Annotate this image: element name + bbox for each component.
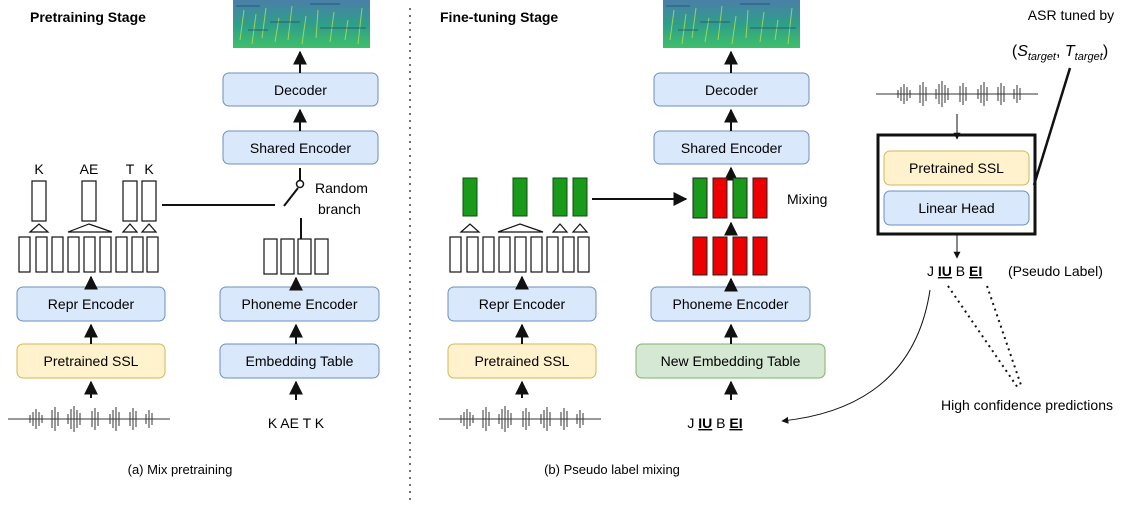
shared-encoder-label-b: Shared Encoder bbox=[681, 140, 783, 156]
pseudo-label-output: J IU B EI bbox=[927, 263, 982, 279]
asr-tuple-label: (Starget, Ttarget) bbox=[1012, 43, 1108, 63]
linear-head-label: Linear Head bbox=[918, 200, 994, 216]
random-branch-label-1: Random bbox=[315, 180, 368, 196]
mixed-bars-b bbox=[692, 177, 768, 219]
green-pooled-bars-b bbox=[462, 177, 588, 217]
mixing-label: Mixing bbox=[787, 191, 827, 207]
pretrained-ssl-block-c: Pretrained SSL bbox=[883, 150, 1030, 186]
spectrogram-image-a bbox=[233, 0, 370, 48]
pretrained-ssl-label-c: Pretrained SSL bbox=[909, 160, 1004, 176]
decoder-label-b: Decoder bbox=[705, 82, 758, 98]
decoder-block-b: Decoder bbox=[653, 72, 810, 107]
new-embedding-table-label: New Embedding Table bbox=[661, 353, 801, 369]
embedding-table-label-a: Embedding Table bbox=[246, 353, 354, 369]
phoneme-input-text: K AE T K bbox=[268, 415, 325, 431]
pretrained-ssl-block-a: Pretrained SSL bbox=[16, 343, 166, 379]
phoneme-embedding-boxes-a bbox=[263, 238, 329, 275]
confidence-dotted-line-1 bbox=[947, 285, 1019, 389]
pseudo-label-input: J IU B EI bbox=[687, 415, 742, 431]
waveform-icon-b bbox=[439, 406, 601, 432]
pooling-triangles-b bbox=[459, 223, 589, 233]
phoneme-encoder-label-b: Phoneme Encoder bbox=[673, 296, 789, 312]
decoder-block-a: Decoder bbox=[222, 72, 379, 107]
curved-arrow-pseudo-feedback bbox=[781, 289, 931, 424]
waveform-icon-a bbox=[8, 406, 170, 432]
finetuning-stage-title: Fine-tuning Stage bbox=[440, 9, 558, 25]
phoneme-encoder-block-b: Phoneme Encoder bbox=[650, 286, 811, 322]
pretraining-stage-title: Pretraining Stage bbox=[30, 9, 146, 25]
pseudo-label-tag: (Pseudo Label) bbox=[1008, 263, 1103, 279]
pretrained-ssl-label-a: Pretrained SSL bbox=[44, 353, 139, 369]
new-embedding-table-block: New Embedding Table bbox=[635, 343, 826, 379]
phone-label-t: T bbox=[126, 161, 135, 177]
frame-boxes-a bbox=[18, 236, 159, 273]
high-confidence-label: High confidence predictions bbox=[941, 397, 1113, 413]
embedding-table-block-a: Embedding Table bbox=[219, 343, 380, 379]
repr-encoder-label-b: Repr Encoder bbox=[479, 296, 566, 312]
phone-label-k2: K bbox=[144, 161, 154, 177]
spectrogram-image-b bbox=[663, 0, 800, 48]
shared-encoder-block-b: Shared Encoder bbox=[653, 130, 810, 165]
shared-encoder-label-a: Shared Encoder bbox=[250, 140, 352, 156]
phoneme-encoder-label-a: Phoneme Encoder bbox=[242, 296, 358, 312]
red-embedding-bars-b bbox=[692, 236, 768, 276]
pretrained-ssl-label-b: Pretrained SSL bbox=[475, 353, 570, 369]
caption-a: (a) Mix pretraining bbox=[128, 462, 233, 477]
repr-encoder-label-a: Repr Encoder bbox=[48, 296, 135, 312]
switch-pivot bbox=[295, 179, 305, 189]
asr-pointer-line bbox=[1032, 67, 1072, 186]
asr-tuned-by-label: ASR tuned by bbox=[1028, 7, 1114, 23]
confidence-dotted-line-2 bbox=[986, 285, 1023, 389]
caption-b: (b) Pseudo label mixing bbox=[544, 462, 680, 477]
repr-encoder-block-a: Repr Encoder bbox=[16, 286, 166, 322]
switch-lever bbox=[283, 187, 299, 207]
phone-label-ae: AE bbox=[80, 161, 99, 177]
pooling-triangles-a bbox=[28, 223, 158, 233]
phoneme-encoder-block-a: Phoneme Encoder bbox=[219, 286, 380, 322]
pretrained-ssl-block-b: Pretrained SSL bbox=[447, 343, 597, 379]
pooled-token-boxes-a bbox=[31, 180, 157, 222]
waveform-icon-c bbox=[876, 81, 1038, 107]
shared-encoder-block-a: Shared Encoder bbox=[222, 130, 379, 165]
linear-head-block: Linear Head bbox=[883, 190, 1030, 226]
frame-boxes-b bbox=[449, 236, 590, 273]
phone-label-k1: K bbox=[34, 161, 44, 177]
decoder-label-a: Decoder bbox=[274, 82, 327, 98]
random-branch-label-2: branch bbox=[318, 201, 361, 217]
repr-encoder-block-b: Repr Encoder bbox=[447, 286, 597, 322]
